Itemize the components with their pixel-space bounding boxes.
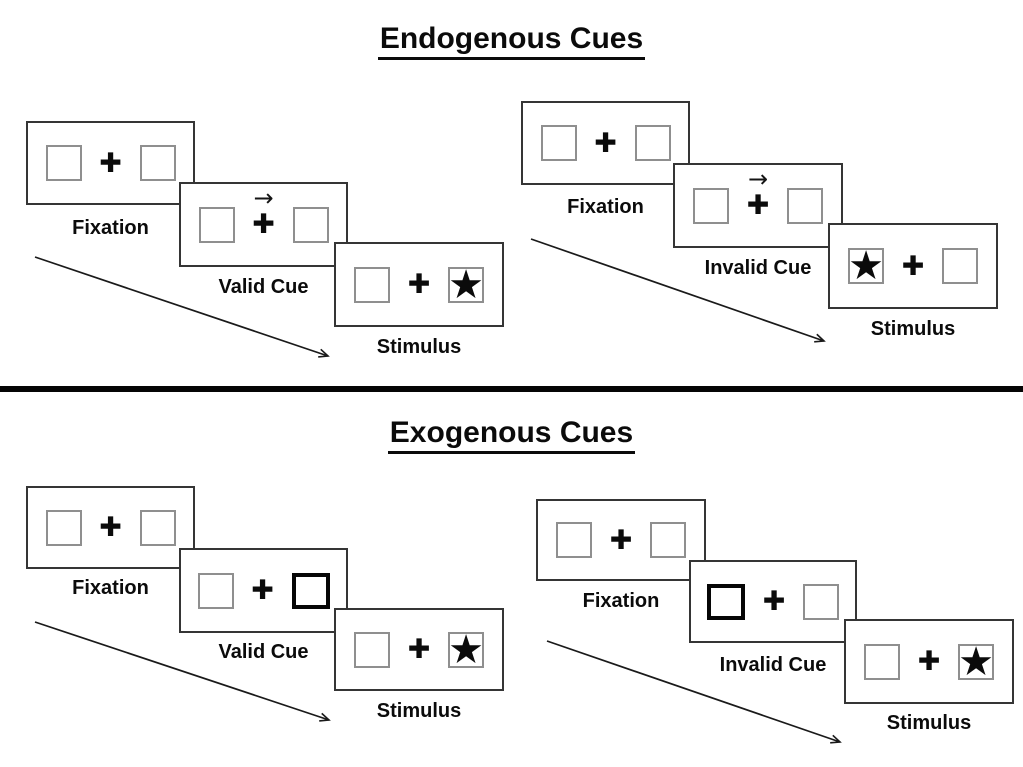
- card-label: Invalid Cue: [719, 654, 827, 676]
- card-label: Stimulus: [870, 318, 956, 340]
- card-label: Stimulus: [886, 712, 972, 734]
- invalid-cue-card: → ✚: [673, 163, 843, 248]
- fixation-cross-icon: ✚: [594, 127, 617, 159]
- placeholder-box-right: [139, 145, 176, 181]
- target-star-box: ★: [448, 266, 484, 303]
- placeholder-box-left: [693, 187, 729, 224]
- exogenous-cue-highlight-box: [707, 583, 745, 620]
- card-label: Invalid Cue: [704, 257, 812, 279]
- placeholder-box-right: [650, 522, 686, 558]
- fixation-cross-icon: ✚: [99, 147, 122, 179]
- card-label: Fixation: [582, 590, 660, 612]
- sequence-arrow: [34, 256, 330, 358]
- card-label: Valid Cue: [218, 641, 309, 663]
- target-star-box: ★: [448, 631, 484, 668]
- stimulus-card: ✚ ★: [334, 242, 504, 327]
- target-star-box: ★: [848, 248, 884, 284]
- section-title-endogenous: Endogenous Cues: [0, 22, 1023, 60]
- card-label: Fixation: [72, 217, 149, 239]
- section-divider: [0, 386, 1023, 392]
- fixation-cross-icon: ✚: [99, 512, 122, 543]
- target-star-icon: ★: [848, 248, 884, 284]
- fixation-cross-icon: ✚: [917, 646, 941, 677]
- fixation-cross-icon: ✚: [762, 586, 786, 617]
- placeholder-box-left: [354, 266, 390, 303]
- placeholder-box-left: [45, 145, 82, 181]
- target-star-icon: ★: [448, 266, 484, 303]
- card-label: Fixation: [72, 577, 149, 599]
- sequence-arrow: [546, 640, 842, 744]
- placeholder-box-right: [292, 206, 329, 243]
- fixation-cross-icon: ✚: [251, 575, 274, 606]
- placeholder-box-left: [45, 509, 82, 546]
- fixation-cross-icon: ✚: [407, 269, 431, 300]
- placeholder-box-left: [556, 522, 592, 558]
- placeholder-box-right: [942, 248, 978, 284]
- sequence-arrow: [34, 621, 331, 722]
- card-label: Valid Cue: [218, 276, 309, 298]
- section-title-exogenous: Exogenous Cues: [0, 416, 1023, 454]
- sequence-arrow: [530, 238, 826, 343]
- card-label: Fixation: [567, 196, 644, 218]
- cue-direction-arrow-icon: →: [747, 165, 769, 193]
- target-star-box: ★: [958, 643, 994, 680]
- placeholder-box-right: [787, 187, 823, 224]
- fixation-cross-icon: ✚: [252, 209, 275, 240]
- stimulus-card: ✚ ★: [844, 619, 1014, 704]
- valid-cue-card: ✚: [179, 548, 348, 633]
- fixation-card: ✚: [26, 121, 195, 205]
- fixation-cross-icon: ✚: [901, 250, 925, 282]
- fixation-card: ✚: [26, 486, 195, 569]
- exogenous-cue-highlight-box: [291, 572, 330, 609]
- placeholder-box-left: [864, 643, 900, 680]
- card-label: Stimulus: [376, 336, 462, 358]
- fixation-card: ✚: [521, 101, 690, 185]
- fixation-cross-icon: ✚: [407, 634, 431, 665]
- invalid-cue-card: ✚: [689, 560, 857, 643]
- card-label: Stimulus: [376, 700, 462, 722]
- placeholder-box-left: [354, 631, 390, 668]
- cue-direction-arrow-icon: →: [253, 184, 274, 212]
- placeholder-box-right: [139, 509, 176, 546]
- stimulus-card: ★ ✚: [828, 223, 998, 309]
- placeholder-box-right: [634, 125, 671, 161]
- placeholder-box-right: [803, 583, 839, 620]
- fixation-cross-icon: ✚: [746, 190, 770, 221]
- stimulus-card: ✚ ★: [334, 608, 504, 691]
- placeholder-box-left: [198, 206, 235, 243]
- valid-cue-card: → ✚: [179, 182, 348, 267]
- target-star-icon: ★: [958, 643, 994, 680]
- placeholder-box-left: [197, 572, 234, 609]
- placeholder-box-left: [540, 125, 577, 161]
- fixation-card: ✚: [536, 499, 706, 581]
- fixation-cross-icon: ✚: [609, 524, 633, 556]
- target-star-icon: ★: [448, 631, 484, 668]
